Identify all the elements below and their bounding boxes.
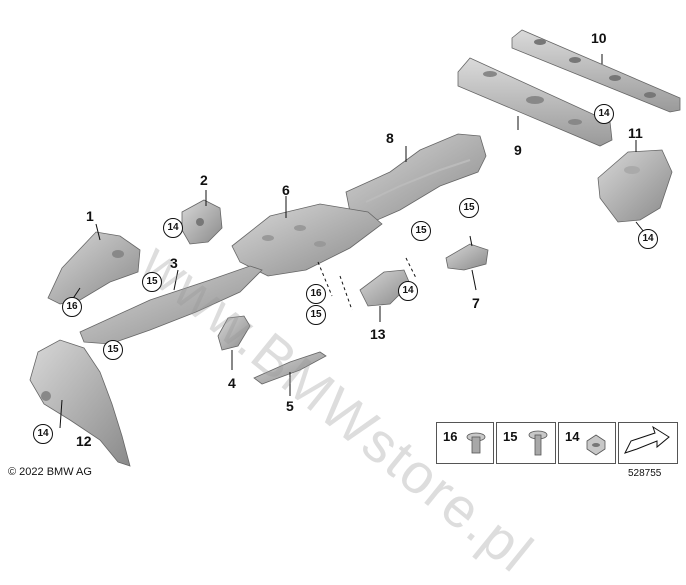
heat-shield-part-1[interactable] [47, 223, 141, 305]
heat-shield-part-11[interactable] [597, 149, 673, 233]
wheel-arch-shield-part-12[interactable] [29, 339, 131, 467]
copyright: © 2022 BMW AG [8, 466, 92, 478]
floor-heat-shield-part-6[interactable] [231, 203, 383, 277]
callout-circle-15: 15 [306, 305, 326, 325]
label-part-8: 8 [386, 130, 394, 146]
heat-shield-part-3[interactable] [79, 265, 263, 345]
bracket-part-13[interactable] [317, 257, 417, 322]
label-part-10: 10 [591, 30, 607, 46]
callout-circle-15: 15 [103, 340, 123, 360]
label-part-12: 12 [76, 433, 92, 449]
callout-circle-15: 15 [142, 272, 162, 292]
legend-item-15: 15 [496, 422, 556, 464]
label-part-7: 7 [472, 295, 480, 311]
label-part-9: 9 [514, 142, 522, 158]
label-part-2: 2 [200, 172, 208, 188]
legend-direction [618, 422, 678, 464]
legend-item-14: 14 [558, 422, 616, 464]
screw-icon [528, 430, 548, 456]
callout-circle-14: 14 [638, 229, 658, 249]
label-part-3: 3 [170, 255, 178, 271]
direction-arrow-icon [624, 425, 670, 454]
label-part-5: 5 [286, 398, 294, 414]
callout-circle-14: 14 [163, 218, 183, 238]
callout-circle-15: 15 [411, 221, 431, 241]
legend-item-16: 16 [436, 422, 494, 464]
diagram-drawing [29, 29, 681, 467]
heat-shield-part-10[interactable] [511, 29, 681, 113]
nut-icon [586, 434, 606, 456]
fastener-legend: 16 15 14 [436, 422, 678, 464]
label-part-11: 11 [628, 125, 643, 141]
label-part-6: 6 [282, 182, 290, 198]
leader-lines [71, 54, 637, 301]
bracket-part-2[interactable] [181, 199, 223, 245]
callout-circle-14: 14 [33, 424, 53, 444]
callout-circle-16: 16 [62, 297, 82, 317]
bracket-part-7[interactable] [445, 235, 489, 291]
parts-diagram: www.BMWstore.pl 10 9 11 8 6 2 1 3 4 5 7 … [8, 29, 681, 585]
document-number: 528755 [628, 468, 662, 479]
label-part-4: 4 [228, 375, 236, 391]
callout-circle-16: 16 [306, 284, 326, 304]
callout-circle-14: 14 [594, 104, 614, 124]
push-clip-icon [466, 432, 486, 454]
label-part-13: 13 [370, 326, 386, 342]
label-part-1: 1 [86, 208, 94, 224]
heat-shield-part-9[interactable] [457, 57, 613, 147]
bracket-part-4[interactable] [217, 315, 251, 370]
callout-circle-14: 14 [398, 281, 418, 301]
callout-circle-15: 15 [459, 198, 479, 218]
strip-part-5[interactable] [253, 351, 327, 396]
